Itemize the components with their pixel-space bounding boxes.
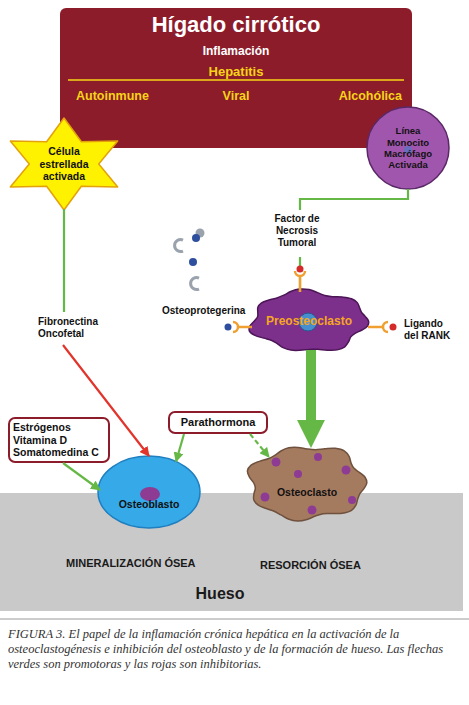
cell-outline — [98, 456, 200, 528]
cell-blob: Osteoclasto — [243, 443, 371, 523]
ligand-dot — [297, 266, 304, 273]
node-text: Osteoblasto — [103, 498, 195, 511]
cell-circle: Línea Monocito Macrófago Activada — [366, 106, 450, 190]
shape-outline — [243, 443, 371, 523]
molecule-symbol — [189, 258, 197, 266]
category-label: Viral — [191, 89, 281, 104]
star-outline — [10, 118, 117, 210]
panel-subtitle: Inflamación — [60, 44, 412, 58]
cell-blob: Preosteoclasto — [246, 288, 372, 354]
receptor-symbol — [295, 271, 305, 276]
bone-band: MINERALIZACIÓN ÓSEA RESORCIÓN ÓSEA Hueso — [0, 493, 463, 611]
blob-outline — [249, 289, 369, 351]
node-text: Preosteoclasto — [253, 314, 365, 328]
hormone-box: Parathormona — [168, 411, 268, 434]
promoter-arrow — [63, 463, 100, 490]
organ-panel: Hígado cirróticoInflamaciónHepatitisAuto… — [60, 8, 412, 148]
edge-label: Fibronectina Oncofetal — [38, 316, 104, 340]
node-text: Línea Monocito Macrófago Activada — [377, 125, 439, 171]
cell-ellipse: Osteoblasto — [97, 455, 201, 529]
molecule-symbol — [175, 240, 183, 252]
ligand-dot — [390, 324, 397, 331]
shape-outline — [97, 455, 201, 529]
promoter-arrow — [176, 434, 184, 461]
band-title: Hueso — [150, 584, 290, 603]
molecule-label: Osteoprotegerina — [162, 305, 254, 317]
cell-outline — [367, 107, 449, 189]
category-label: Alcohólica — [306, 89, 402, 104]
promoter-arrow — [250, 434, 269, 457]
blob-outline — [247, 447, 366, 521]
factor-box: Estrógenos Vitamina D Somatomedina C — [8, 417, 110, 463]
region-label: MINERALIZACIÓN ÓSEA — [66, 557, 216, 570]
region-label: RESORCIÓN ÓSEA — [260, 559, 390, 572]
node-text: Parathormona — [172, 416, 264, 429]
figure-caption: FIGURA 3. El papel de la inflamación cró… — [8, 627, 460, 672]
molecule-symbol — [196, 229, 205, 238]
category-label: Autoinmune — [76, 89, 166, 104]
panel-title: Hígado cirrótico — [60, 12, 412, 38]
molecule-symbol — [192, 234, 200, 242]
molecule-label: Ligando del RANK — [404, 318, 454, 342]
receptor-symbol — [233, 322, 238, 332]
molecule-symbol — [191, 277, 199, 289]
caption-rule — [0, 619, 469, 620]
cell-star: Célula estrellada activada — [2, 118, 126, 210]
promoter-arrow — [306, 350, 316, 430]
edge-label: Factor de Necrosis Tumoral — [264, 213, 330, 249]
node-text: Estrógenos Vitamina D Somatomedina C — [13, 421, 105, 459]
receptor-symbol — [383, 322, 388, 332]
group-heading: Hepatitis — [60, 64, 412, 80]
node-text: Célula estrellada activada — [33, 145, 95, 183]
receptor-symbol — [368, 326, 382, 329]
ligand-dot — [225, 324, 232, 331]
node-text: Osteoclasto — [252, 486, 362, 499]
